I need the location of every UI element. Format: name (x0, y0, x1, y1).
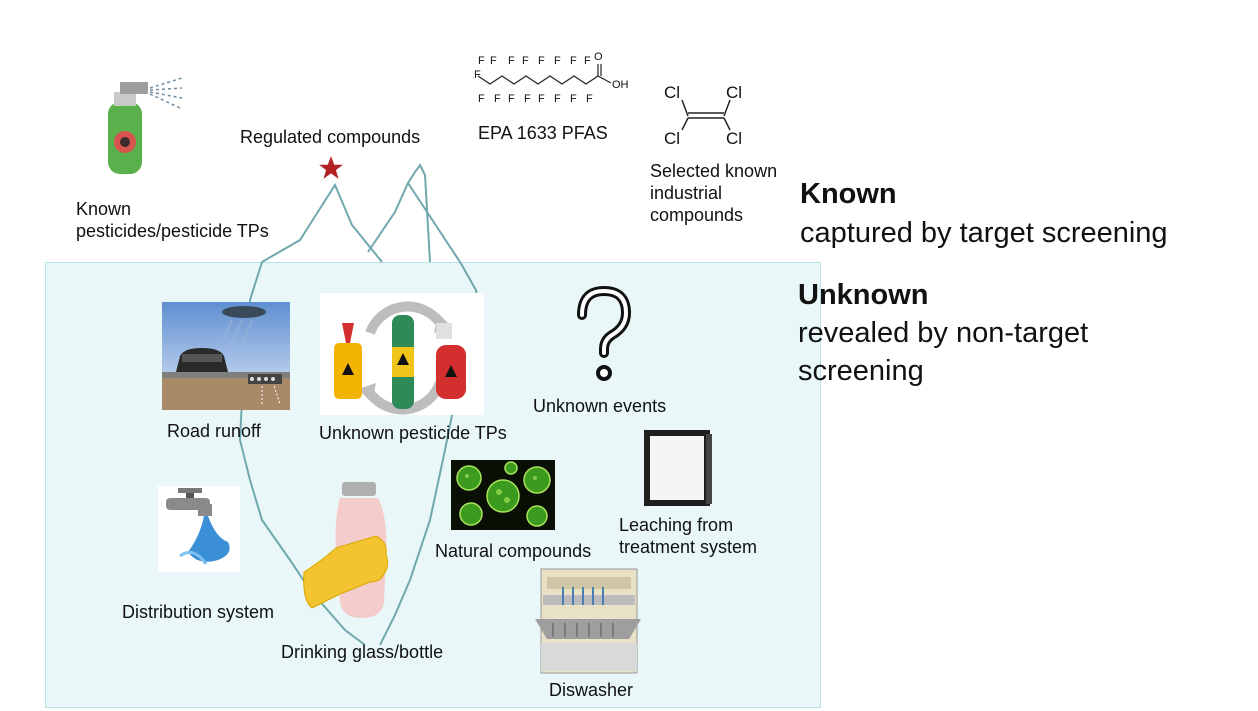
known-pesticides-label: Known pesticides/pesticide TPs (76, 199, 269, 241)
pfas-f: F (508, 55, 515, 67)
unknown-heading: Unknown (798, 279, 929, 311)
natural-compounds-label: Natural compounds (435, 541, 592, 561)
algae-image (451, 460, 555, 530)
pfas-f: F (554, 55, 561, 67)
pfas-o: O (594, 51, 603, 63)
road-runoff-label: Road runoff (167, 421, 261, 441)
pfas-f: F (538, 55, 545, 67)
tce-structure-icon: Cl Cl Cl Cl (664, 83, 742, 148)
tce-cl: Cl (726, 129, 742, 148)
unknown-subheading: revealed by non-target screening (798, 317, 1089, 387)
tap-icon (158, 486, 240, 572)
dishwasher-label: Diswasher (549, 680, 634, 700)
unknown-events-label: Unknown events (533, 396, 667, 416)
tce-cl: Cl (664, 83, 680, 102)
road-runoff-image (162, 302, 290, 410)
pfas-f: F (554, 93, 561, 105)
bottle-icon (303, 482, 389, 618)
pfas-f: F (494, 93, 501, 105)
pfas-f: F (490, 55, 497, 67)
tce-cl: Cl (726, 83, 742, 102)
pfas-f: F (508, 93, 515, 105)
dishwasher-icon (535, 568, 641, 674)
known-heading: Known (800, 178, 897, 210)
pfas-structure-icon: F F F F F F F F F F F F F F F F F O OH (474, 51, 629, 105)
pfas-oh: OH (612, 79, 629, 91)
leaching-label: Leaching from treatment system (619, 515, 758, 557)
tce-cl: Cl (664, 129, 680, 148)
pfas-f: F (478, 55, 485, 67)
star-icon (319, 156, 343, 179)
known-subheading: captured by target screening (800, 217, 1168, 249)
pesticide-tps-label: Unknown pesticide TPs (319, 423, 507, 443)
spray-bottle-icon (108, 77, 183, 174)
pfas-f-end: F (474, 69, 481, 81)
pfas-f: F (524, 93, 531, 105)
question-mark-icon (577, 285, 632, 381)
pfas-f: F (570, 93, 577, 105)
drinking-label: Drinking glass/bottle (281, 642, 444, 662)
pfas-f: F (538, 93, 545, 105)
pfas-f: F (570, 55, 577, 67)
pfas-f: F (522, 55, 529, 67)
pfas-f: F (478, 93, 485, 105)
regulated-compounds-label: Regulated compounds (240, 127, 421, 147)
pfas-f: F (584, 55, 591, 67)
distribution-label: Distribution system (122, 602, 275, 622)
pfas-f: F (586, 93, 593, 105)
pesticide-cycle-image (320, 293, 484, 415)
industrial-compounds-label: Selected known industrial compounds (650, 161, 778, 225)
pfas-label: EPA 1633 PFAS (478, 123, 608, 143)
filter-icon (644, 430, 712, 506)
